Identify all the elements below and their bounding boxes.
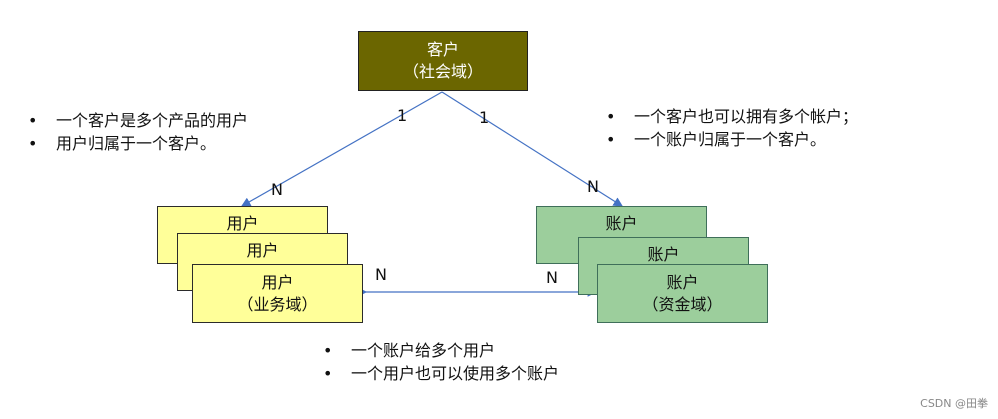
user-box-back-2-title: 用户 (246, 241, 279, 260)
note-item: 一个客户是多个产品的用户 (28, 109, 248, 132)
note-item: 一个账户给多个用户 (323, 339, 559, 362)
customer-domain: （社会域） (402, 62, 483, 81)
account-box-domain: （资金域） (642, 294, 723, 314)
label-customer-account-1: 1 (479, 108, 490, 127)
account-box-back-2-title: 账户 (647, 245, 680, 264)
customer-box: 客户 （社会域） (358, 31, 528, 91)
account-box-front: 账户 （资金域） (597, 264, 768, 323)
note-item: 一个客户也可以拥有多个帐户； (606, 105, 858, 128)
label-customer-user-1: 1 (397, 106, 408, 125)
customer-title: 客户 (426, 40, 459, 59)
note-item: 一个用户也可以使用多个账户 (323, 362, 559, 385)
user-box-domain: （业务域） (237, 294, 318, 314)
label-customer-account-n: N (587, 177, 599, 196)
label-user-account-n-left: N (375, 265, 387, 284)
user-box-title: 用户 (261, 272, 294, 292)
notes-right: 一个客户也可以拥有多个帐户； 一个账户归属于一个客户。 (606, 105, 858, 151)
account-box-title: 账户 (666, 272, 699, 292)
user-box-back-1-title: 用户 (226, 214, 259, 233)
user-box-front: 用户 （业务域） (192, 264, 363, 323)
customer-user-connector (240, 91, 443, 207)
notes-left: 一个客户是多个产品的用户 用户归属于一个客户。 (28, 109, 248, 155)
note-item: 用户归属于一个客户。 (28, 132, 248, 155)
account-box-back-1-title: 账户 (605, 214, 638, 233)
note-item: 一个账户归属于一个客户。 (606, 128, 858, 151)
watermark: CSDN @田拳 (920, 397, 988, 410)
customer-account-connector (441, 91, 624, 207)
label-user-account-n-right: N (546, 268, 558, 287)
label-customer-user-n: N (271, 180, 283, 199)
notes-bottom: 一个账户给多个用户 一个用户也可以使用多个账户 (323, 339, 559, 385)
